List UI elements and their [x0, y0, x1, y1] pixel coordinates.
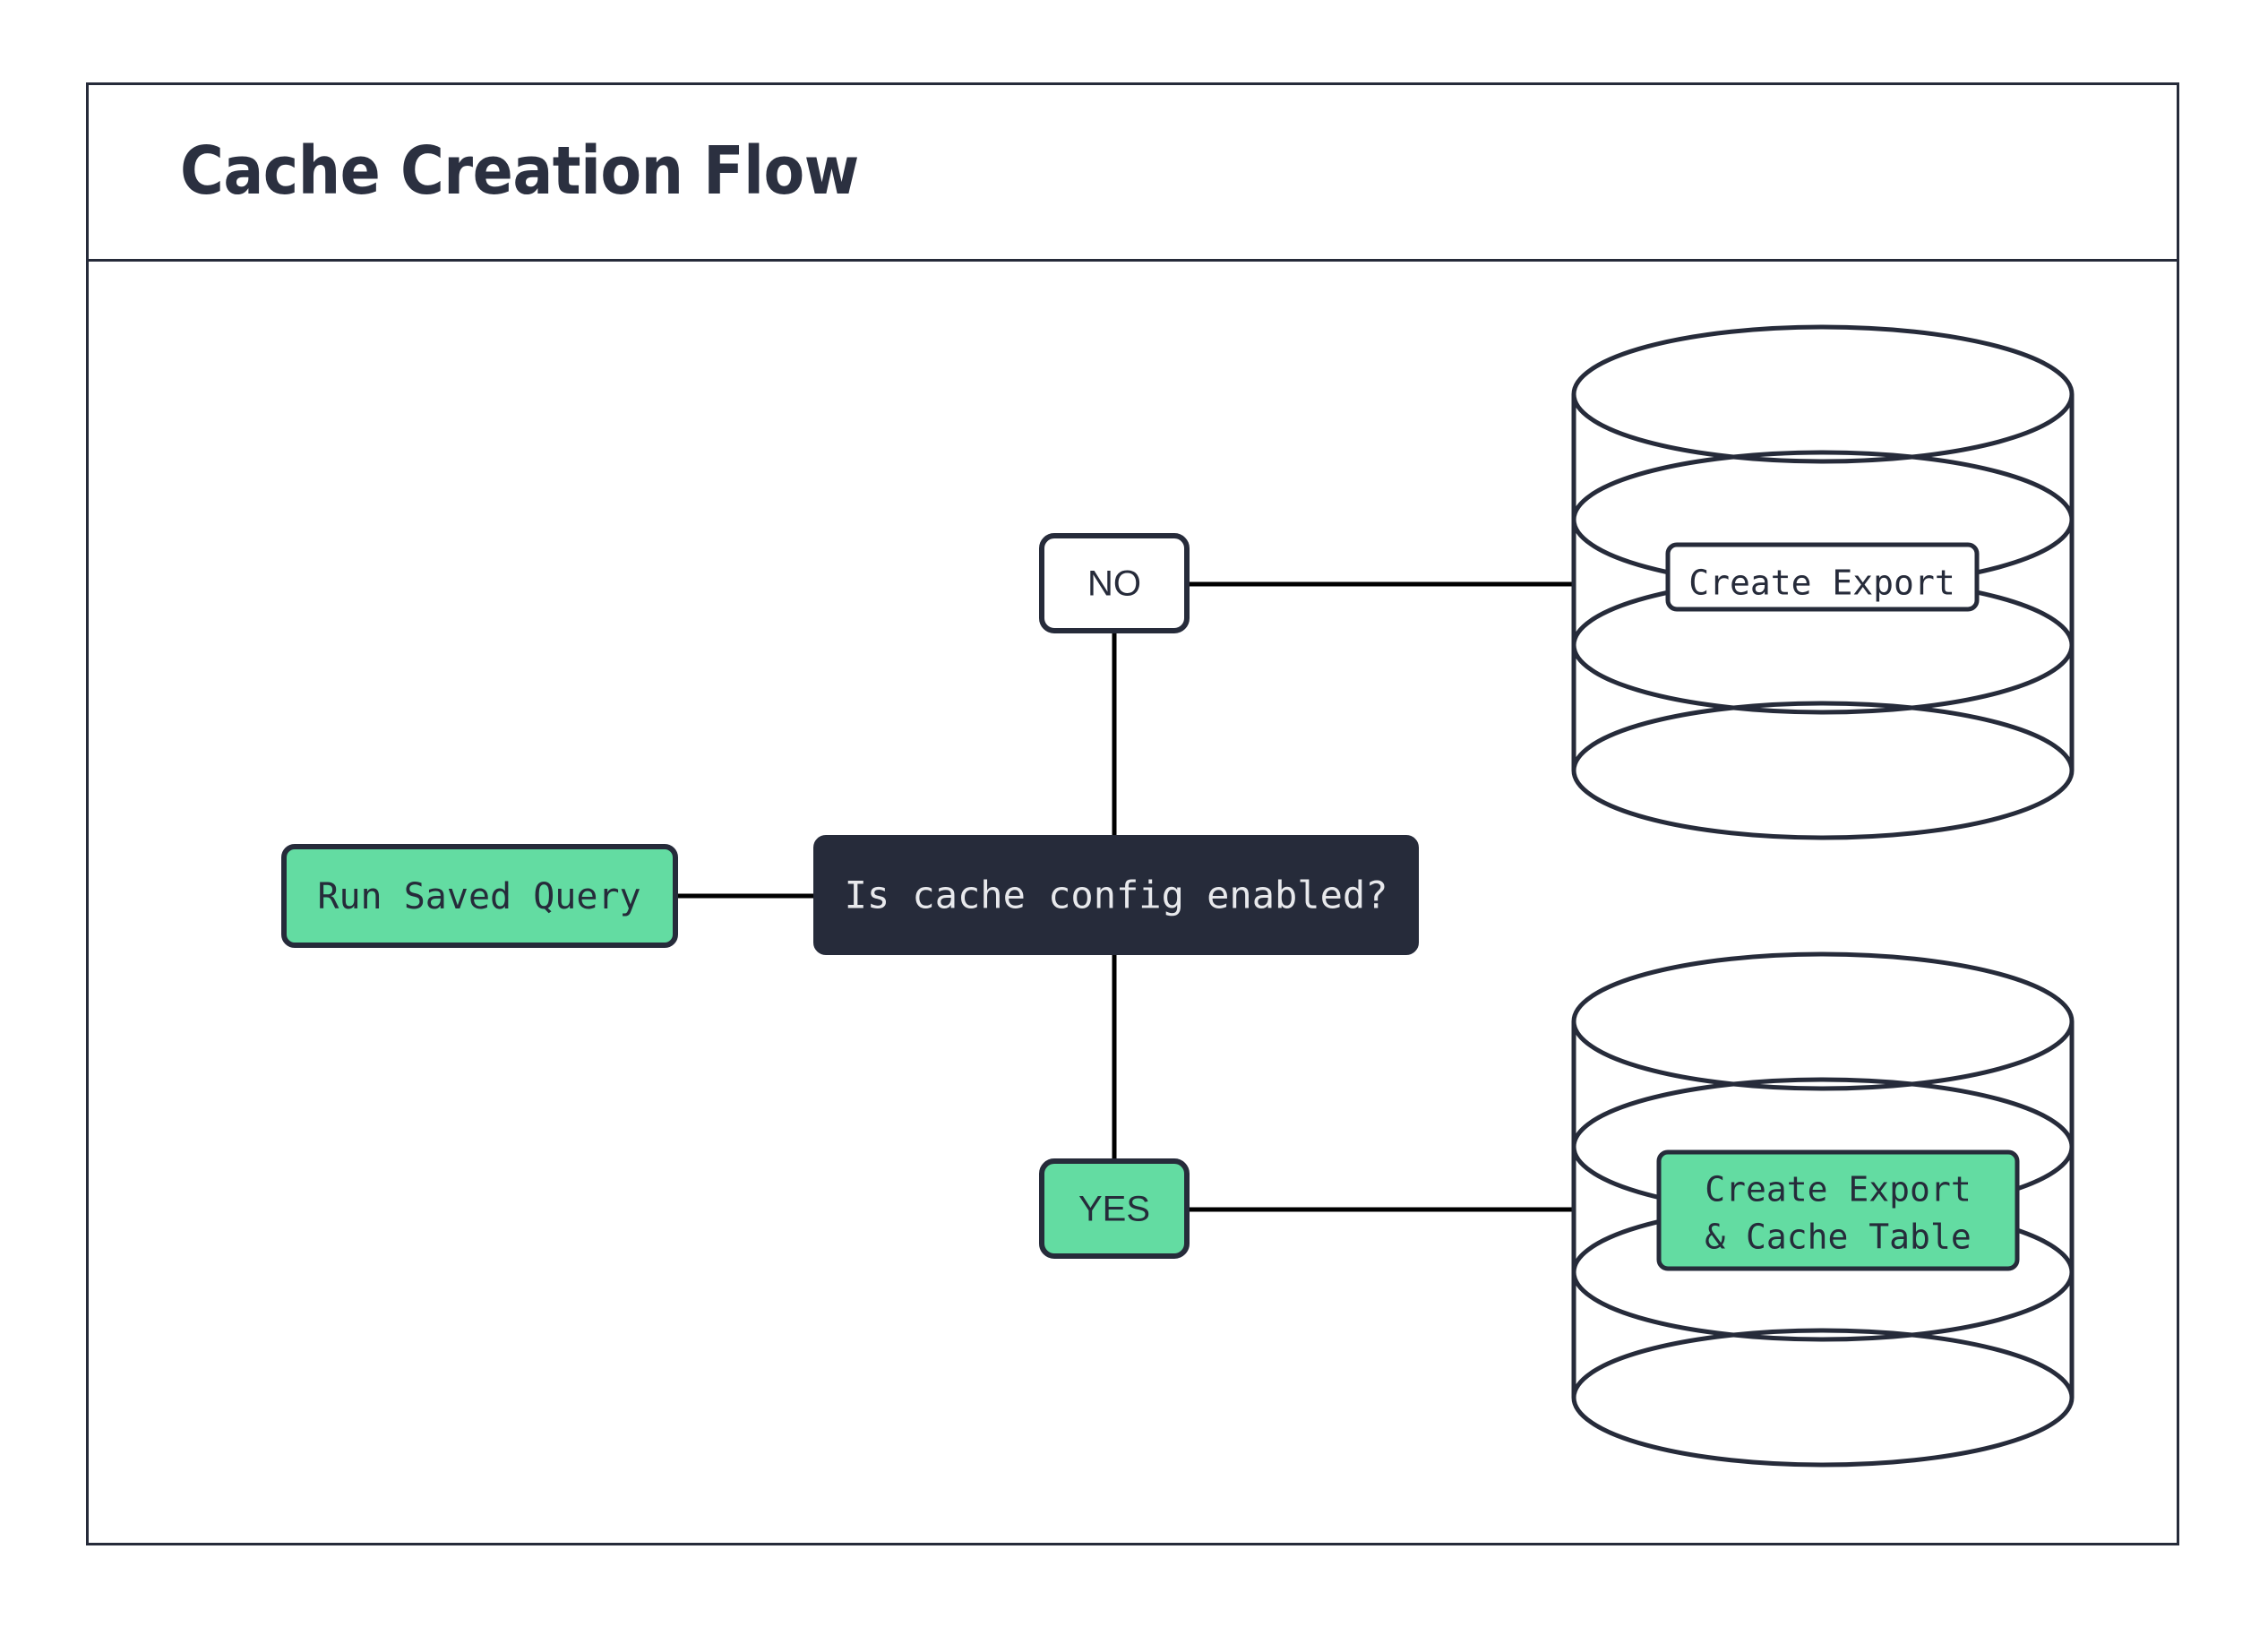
diagram-frame — [86, 82, 2179, 1545]
diagram-header: Cache Creation Flow — [86, 82, 2179, 262]
page-title: Cache Creation Flow — [180, 132, 859, 210]
